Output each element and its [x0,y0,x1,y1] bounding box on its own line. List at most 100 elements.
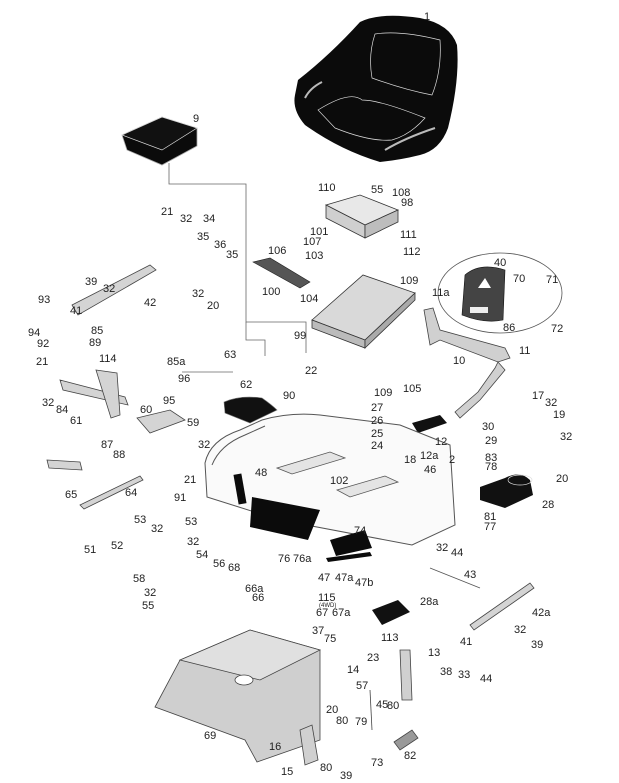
callout-92: 92 [37,338,50,350]
seat-rail-plate-part [311,274,416,349]
annotation-note: (4WD) [319,603,337,609]
callout-55: 55 [371,184,384,196]
callout-57: 57 [356,680,369,692]
callout-39: 39 [85,276,98,288]
callout-30: 30 [482,421,495,433]
callout-47: 47 [318,572,331,584]
callout-90: 90 [283,390,296,402]
right-bracket-part [429,567,535,631]
callout-24: 24 [371,440,384,452]
callout-32: 32 [198,439,211,451]
callout-89: 89 [89,337,102,349]
callout-98: 98 [401,197,414,209]
callout-112: 112 [403,246,421,258]
callout-20: 20 [326,704,339,716]
callout-21: 21 [184,474,197,486]
callout-93: 93 [38,294,51,306]
seat-part [294,15,458,162]
callout-32: 32 [151,523,164,535]
callout-35: 35 [197,231,210,243]
callout-88: 88 [113,449,126,461]
callout-81: 81 [484,511,497,523]
callout-10: 10 [453,355,466,367]
callout-62: 62 [240,379,253,391]
callout-32: 32 [560,431,573,443]
callout-51: 51 [84,544,97,556]
callout-66a: 66a [245,583,264,595]
callout-74: 74 [354,525,367,537]
callout-18: 18 [404,454,417,466]
callout-66: 66 [252,592,265,604]
callout-53: 53 [134,514,147,526]
grip-part [412,415,447,433]
callout-41: 41 [70,305,83,317]
callout-45: 45 [376,699,389,711]
callout-28: 28 [542,499,555,511]
callout-107: 107 [303,236,322,248]
callout-85a: 85a [167,356,186,368]
callout-47b: 47b [355,577,374,589]
callout-109: 109 [400,275,419,287]
callout-115: 115 [318,592,336,604]
callout-11: 11 [519,345,531,357]
callout-21: 21 [36,356,49,368]
callout-64: 64 [125,487,138,499]
callout-63: 63 [224,349,237,361]
callout-20: 20 [556,473,569,485]
callout-32: 32 [545,397,558,409]
callout-37: 37 [312,625,325,637]
callout-25: 25 [371,428,384,440]
callout-46: 46 [424,464,437,476]
callout-39: 39 [340,770,353,782]
callout-68: 68 [228,562,241,574]
callout-67a: 67a [332,607,351,619]
callout-69: 69 [204,730,217,742]
callout-99: 99 [294,330,307,342]
callout-41: 41 [460,636,473,648]
callout-76: 76 [278,553,291,565]
callout-32: 32 [514,624,527,636]
callout-103: 103 [305,250,324,262]
callout-32: 32 [180,213,193,225]
callout-108: 108 [392,187,411,199]
callout-2: 2 [449,454,456,466]
callout-80: 80 [336,715,349,727]
callout-40: 40 [494,257,507,269]
callout-60: 60 [140,404,153,416]
callout-1: 1 [424,11,431,23]
callout-70: 70 [513,273,526,285]
pedal-pad-part [223,396,278,424]
callout-15: 15 [281,766,294,778]
callout-21: 21 [161,206,174,218]
fuse-box-part [372,600,410,625]
callout-14: 14 [347,664,360,676]
callout-85: 85 [91,325,104,337]
tray-part [121,116,198,166]
callout-104: 104 [300,293,319,305]
callout-83: 83 [485,452,498,464]
callout-72: 72 [551,323,564,335]
callout-28a: 28a [420,596,439,608]
callout-67: 67 [316,607,329,619]
callout-9: 9 [193,113,200,125]
callout-12: 12 [435,436,448,448]
callout-19: 19 [553,409,566,421]
callout-77: 77 [484,521,497,533]
callout-109: 109 [374,387,393,399]
callout-79: 79 [355,716,368,728]
callout-35: 35 [226,249,239,261]
callout-47a: 47a [335,572,354,584]
callout-44: 44 [480,673,493,685]
callout-84: 84 [56,404,69,416]
steering-arm-part [423,307,511,419]
callout-91: 91 [174,492,187,504]
callout-32: 32 [436,542,449,554]
callout-114: 114 [99,353,117,365]
callout-80: 80 [387,700,400,712]
callout-11a: 11a [432,287,450,299]
callout-48: 48 [255,467,268,479]
callout-106: 106 [268,245,287,257]
callout-43: 43 [464,569,477,581]
callout-20: 20 [207,300,220,312]
